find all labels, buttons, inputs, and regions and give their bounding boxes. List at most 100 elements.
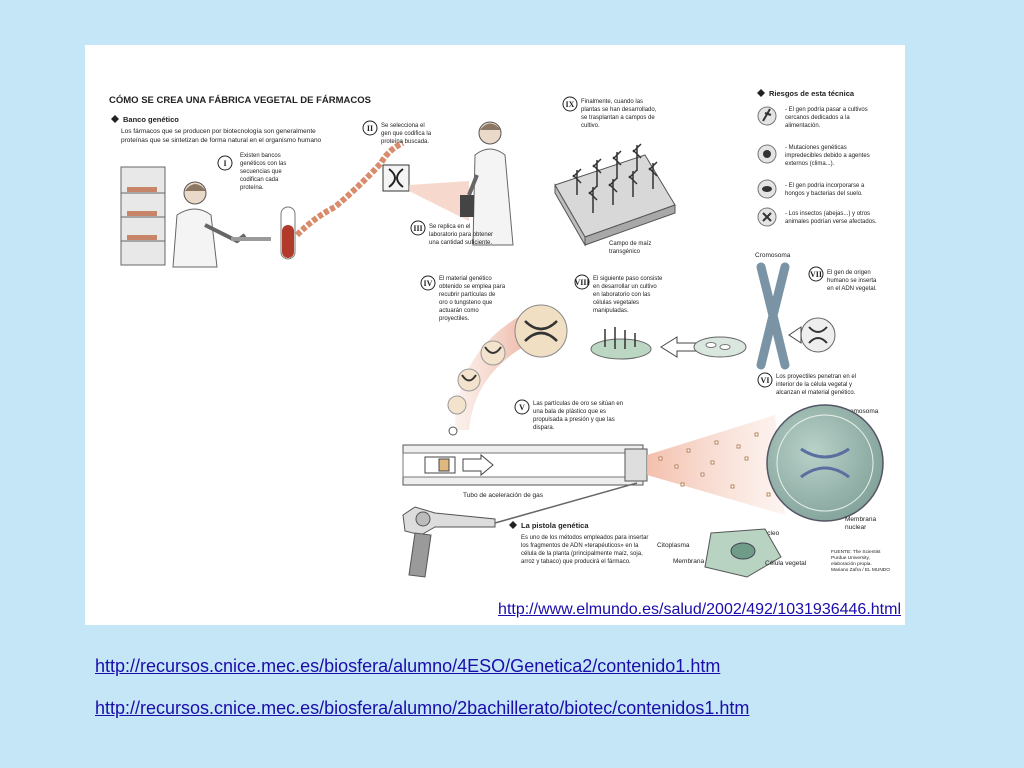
diamond-bullet-icon [111, 115, 119, 123]
gene-gun-illustration [402, 482, 638, 578]
tubo-label: Tubo de aceleración de gas [463, 492, 544, 499]
step-iv-line: actuarán como [439, 308, 479, 314]
chromosome-illustration [756, 262, 790, 370]
arrow-left-icon [660, 336, 698, 358]
link-4eso-genetica[interactable]: http://recursos.cnice.mec.es/biosfera/al… [95, 656, 721, 676]
step-viii-line: El siguiente paso consiste [593, 276, 663, 282]
riesgos-heading: Riesgos de esta técnica [769, 89, 855, 98]
riesgo-1-line: alimentación. [785, 123, 821, 129]
link-2bachillerato-biotec[interactable]: http://recursos.cnice.mec.es/biosfera/al… [95, 698, 750, 718]
risk-mutation-icon [757, 144, 777, 164]
step-iv-number: IV [424, 279, 433, 288]
step-viii-line: en laboratorio con las [593, 292, 650, 298]
riesgo-4-line: - Los insectos (abejas...) y otros [785, 211, 870, 217]
step-v-line: una bala de plástico que es [533, 409, 606, 415]
step-i-badge [217, 155, 233, 171]
nucleo-label: Núcleo [759, 530, 780, 537]
step-iv-line: obtenido se emplea para [439, 284, 506, 290]
pistola-line: arroz y tabaco) que producirá el fármaco… [521, 559, 631, 565]
step-ix-line: plantas se han desarrollado, [581, 107, 657, 113]
corn-field-illustration [554, 143, 676, 247]
step-iii-line: laboratorio para obtener [429, 232, 493, 238]
step-ix-line: Finalmente, cuando las [581, 99, 643, 105]
coated-particle-illustration [447, 304, 568, 436]
plant-cell-illustration [704, 528, 782, 578]
particle-beam-illustration [647, 415, 785, 515]
gold-particles-illustration [658, 432, 771, 497]
fuente-line: elaboración propia. [831, 561, 872, 567]
figure-title: CÓMO SE CREA UNA FÁBRICA VEGETAL DE FÁRM… [109, 94, 371, 106]
step-viii-number: VIII [574, 278, 589, 287]
riesgo-3-line: - El gen podría incorporarse a [785, 183, 865, 189]
step-viii-badge [574, 274, 590, 290]
banco-heading: Banco genético [123, 115, 179, 124]
step-ii-line: Se selecciona el [381, 123, 425, 129]
step-viii-line: en desarrollar un cultivo [593, 284, 657, 290]
step-i-line: genéticos con las [240, 161, 286, 167]
cromosoma-label: Cromosoma [755, 252, 791, 259]
step-vii-line: El gen de origen [827, 270, 871, 276]
infographic-drawing: CÓMO SE CREA UNA FÁBRICA VEGETAL DE FÁRM… [109, 89, 890, 578]
test-tube-illustration [280, 206, 296, 260]
petri-dish-plants-illustration [590, 327, 652, 360]
gene-insert-illustration [788, 317, 836, 353]
petri-dish-illustration [693, 336, 747, 358]
step-iii-badge [410, 220, 426, 236]
fuente-line: Mariano Zafra / EL MUNDO [831, 567, 890, 573]
infographic-figure: CÓMO SE CREA UNA FÁBRICA VEGETAL DE FÁRM… [85, 45, 905, 625]
banco-text-line: proteínas que se sintetizan de forma nat… [121, 137, 322, 144]
step-i-line: proteína. [240, 185, 264, 191]
step-iv-line: proyectiles. [439, 316, 470, 322]
risk-bacteria-icon [757, 179, 777, 199]
step-iii-line: una cantidad suficiente. [429, 240, 492, 246]
source-link[interactable]: http://www.elmundo.es/salud/2002/492/103… [498, 601, 901, 619]
campo-label-line: Campo de maíz [609, 241, 651, 247]
membrana-label: Membrana [673, 558, 704, 565]
step-ix-line: cultivo. [581, 123, 600, 129]
step-ii-line: proteína buscada. [381, 139, 429, 145]
step-v-number: V [519, 403, 525, 412]
pistola-line: célula de la planta (principalmente maíz… [521, 551, 643, 557]
cell-nucleus-illustration [766, 404, 884, 522]
step-vi-line: alcanzan el material genético. [776, 390, 856, 396]
step-v-line: dispara. [533, 425, 555, 431]
step-vii-badge [808, 266, 824, 282]
step-iii-line: Se replica en el [429, 224, 470, 230]
lab-shelf-illustration [120, 166, 166, 266]
step-i-line: Existen bancos [240, 153, 281, 159]
risk-insect-icon [757, 207, 777, 227]
banco-text-line: Los fármacos que se producen por biotecn… [121, 128, 316, 135]
diamond-bullet-icon [757, 89, 765, 97]
gas-acceleration-tube-illustration [402, 444, 648, 486]
step-i-line: codifican cada [240, 177, 279, 183]
step-viii-line: células vegetales [593, 300, 639, 306]
step-ii-number: II [367, 124, 373, 133]
membrana-nuclear-line: nuclear [845, 524, 867, 531]
step-v-line: Las partículas de oro se sitúan en [533, 401, 623, 407]
riesgo-2-line: - Mutaciones genéticas [785, 145, 847, 151]
step-ix-number: IX [566, 100, 575, 109]
step-vii-line: humano se inserta [827, 278, 877, 284]
campo-label-line: transgénico [609, 249, 641, 255]
step-vii-line: en el ADN vegetal. [827, 286, 877, 292]
cromosoma-cell-label: Cromosoma [843, 408, 879, 415]
step-iii-number: III [413, 224, 422, 233]
step-ix-line: se trasplantan a campos de [581, 115, 655, 121]
fuente-line: Purdue University, [831, 555, 870, 561]
step-vi-line: interior de la célula vegetal y [776, 382, 852, 388]
fuente-line: FUENTE: The Scientist [831, 549, 881, 555]
step-viii-line: manipuladas. [593, 308, 629, 314]
step-vi-line: Los proyectiles penetran en el [776, 374, 856, 380]
riesgo-2-line: externos (clima...). [785, 161, 835, 167]
pistola-heading: La pistola genética [521, 521, 589, 530]
pistola-line: Es uno de los métodos empleados para ins… [521, 535, 648, 541]
step-iv-line: oro o tungsteno que [439, 300, 493, 306]
step-ii-badge [362, 120, 378, 136]
step-i-line: secuencias que [240, 169, 282, 175]
beam-illustration [409, 181, 469, 221]
riesgo-1-line: cercanos dedicados a la [785, 115, 850, 121]
citoplasma-label: Citoplasma [657, 542, 690, 549]
step-v-line: propulsada a presión y que las [533, 417, 615, 423]
riesgo-2-line: impredecibles debido a agentes [785, 153, 870, 159]
step-iv-badge [420, 275, 436, 291]
